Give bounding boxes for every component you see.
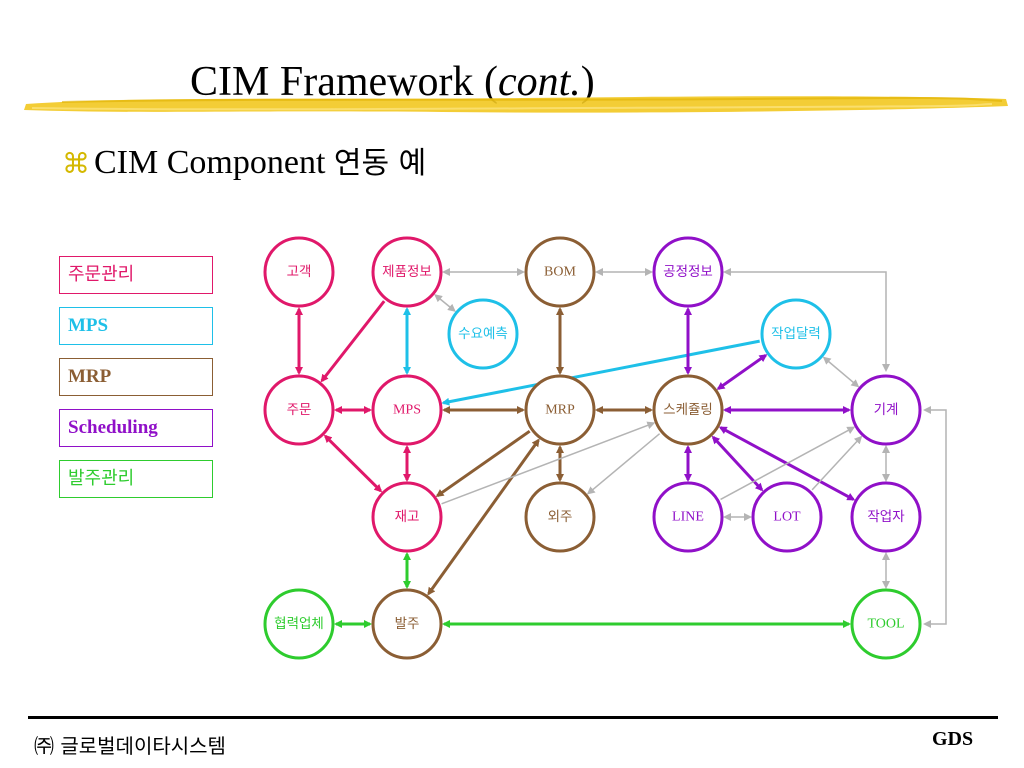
edge-process-info-machine — [723, 268, 890, 372]
edge-tool-machine — [923, 406, 947, 628]
node-lot-circle — [751, 481, 823, 553]
title-end: ) — [580, 59, 595, 105]
node-scheduling-circle — [652, 374, 724, 446]
node-mrp-circle — [524, 374, 596, 446]
node-process-info-circle — [652, 236, 724, 308]
node-tool-circle — [850, 588, 922, 660]
node-inventory-circle — [371, 481, 443, 553]
legend-scheduling: Scheduling — [59, 409, 213, 447]
node-outsourcing: 외주 — [524, 481, 596, 553]
node-partner: 협력업체 — [263, 588, 335, 660]
legend-order-management: 주문관리 — [59, 256, 213, 294]
node-bom: BOM — [524, 236, 596, 308]
subtitle-text: CIM Component — [94, 144, 334, 181]
edge-machine-line — [720, 426, 856, 501]
node-order-label: 주문 — [287, 402, 312, 418]
node-tool-label: TOOL — [867, 617, 904, 632]
node-mrp: MRP — [524, 374, 596, 446]
edge-work-calendar-machine — [822, 356, 860, 388]
node-partner-label: 협력업체 — [274, 616, 324, 632]
node-customer: 고객 — [263, 236, 335, 308]
node-customer-circle — [263, 236, 335, 308]
node-product-info-label: 제품정보 — [382, 264, 432, 280]
node-process-info: 공정정보 — [652, 236, 724, 308]
node-worker-circle — [850, 481, 922, 553]
title-main: CIM Framework ( — [190, 59, 498, 105]
legend-mps: MPS — [59, 307, 213, 345]
node-bom-label: BOM — [544, 265, 576, 280]
node-mps: MPS — [371, 374, 443, 446]
node-demand-forecast-circle — [447, 298, 519, 370]
node-mps-circle — [371, 374, 443, 446]
edge-scheduling-outsourcing — [586, 433, 661, 495]
node-inventory-label: 재고 — [395, 509, 420, 525]
legend-purchase-management: 발주관리 — [59, 460, 213, 498]
edge-order-inventory — [323, 434, 383, 493]
footer-tag: GDS — [932, 728, 974, 750]
slide-title: CIM Framework (cont.) — [190, 58, 595, 106]
node-machine-circle — [850, 374, 922, 446]
node-purchase: 발주 — [371, 588, 443, 660]
subtitle-text-ko: 연동 예 — [333, 146, 427, 181]
edge-work-calendar-mps — [441, 339, 760, 406]
node-scheduling-label: 스케쥴링 — [663, 402, 713, 418]
edge-machine-lot — [811, 435, 863, 491]
edge-product-info-order — [320, 300, 386, 383]
node-order: 주문 — [263, 374, 335, 446]
node-demand-forecast-label: 수요예측 — [458, 326, 508, 342]
node-line-circle — [652, 481, 724, 553]
node-purchase-label: 발주 — [395, 616, 420, 632]
node-bom-circle — [524, 236, 596, 308]
edge-scheduling-inventory — [441, 421, 656, 505]
node-worker-label: 작업자 — [867, 509, 905, 525]
node-work-calendar-label: 작업달력 — [771, 326, 821, 342]
node-machine: 기계 — [850, 374, 922, 446]
slide-subtitle: ⌘CIM Component 연동 예 — [62, 138, 426, 182]
title-underline-brush — [24, 96, 1008, 113]
node-product-info-circle — [371, 236, 443, 308]
edge-scheduling-work-calendar — [716, 354, 768, 390]
node-partner-circle — [263, 588, 335, 660]
node-machine-label: 기계 — [874, 402, 899, 418]
node-scheduling: 스케쥴링 — [652, 374, 724, 446]
node-worker: 작업자 — [850, 481, 922, 553]
edge-mrp-inventory — [435, 429, 531, 498]
node-line: LINE — [652, 481, 724, 553]
node-outsourcing-label: 외주 — [548, 509, 573, 525]
footer-divider — [28, 716, 998, 719]
node-product-info: 제품정보 — [371, 236, 443, 308]
edge-product-info-demand-forecast — [434, 294, 456, 312]
node-mps-label: MPS — [393, 403, 421, 418]
title-italic: cont. — [497, 59, 581, 105]
node-work-calendar-circle — [760, 298, 832, 370]
legend-mrp: MRP — [59, 358, 213, 396]
node-inventory: 재고 — [371, 481, 443, 553]
footer-company-name: ㈜ 글로벌데이타시스템 — [34, 734, 226, 758]
command-bullet-icon: ⌘ — [62, 147, 90, 180]
node-lot: LOT — [751, 481, 823, 553]
diagram-edges — [295, 268, 947, 628]
edge-mrp-purchase — [427, 438, 540, 596]
node-process-info-label: 공정정보 — [663, 264, 713, 280]
node-work-calendar: 작업달력 — [760, 298, 832, 370]
node-line-label: LINE — [672, 510, 704, 525]
node-outsourcing-circle — [524, 481, 596, 553]
node-mrp-label: MRP — [545, 403, 575, 418]
node-demand-forecast: 수요예측 — [447, 298, 519, 370]
node-tool: TOOL — [850, 588, 922, 660]
node-lot-label: LOT — [773, 510, 801, 525]
node-order-circle — [263, 374, 335, 446]
node-purchase-circle — [371, 588, 443, 660]
node-customer-label: 고객 — [287, 264, 312, 280]
